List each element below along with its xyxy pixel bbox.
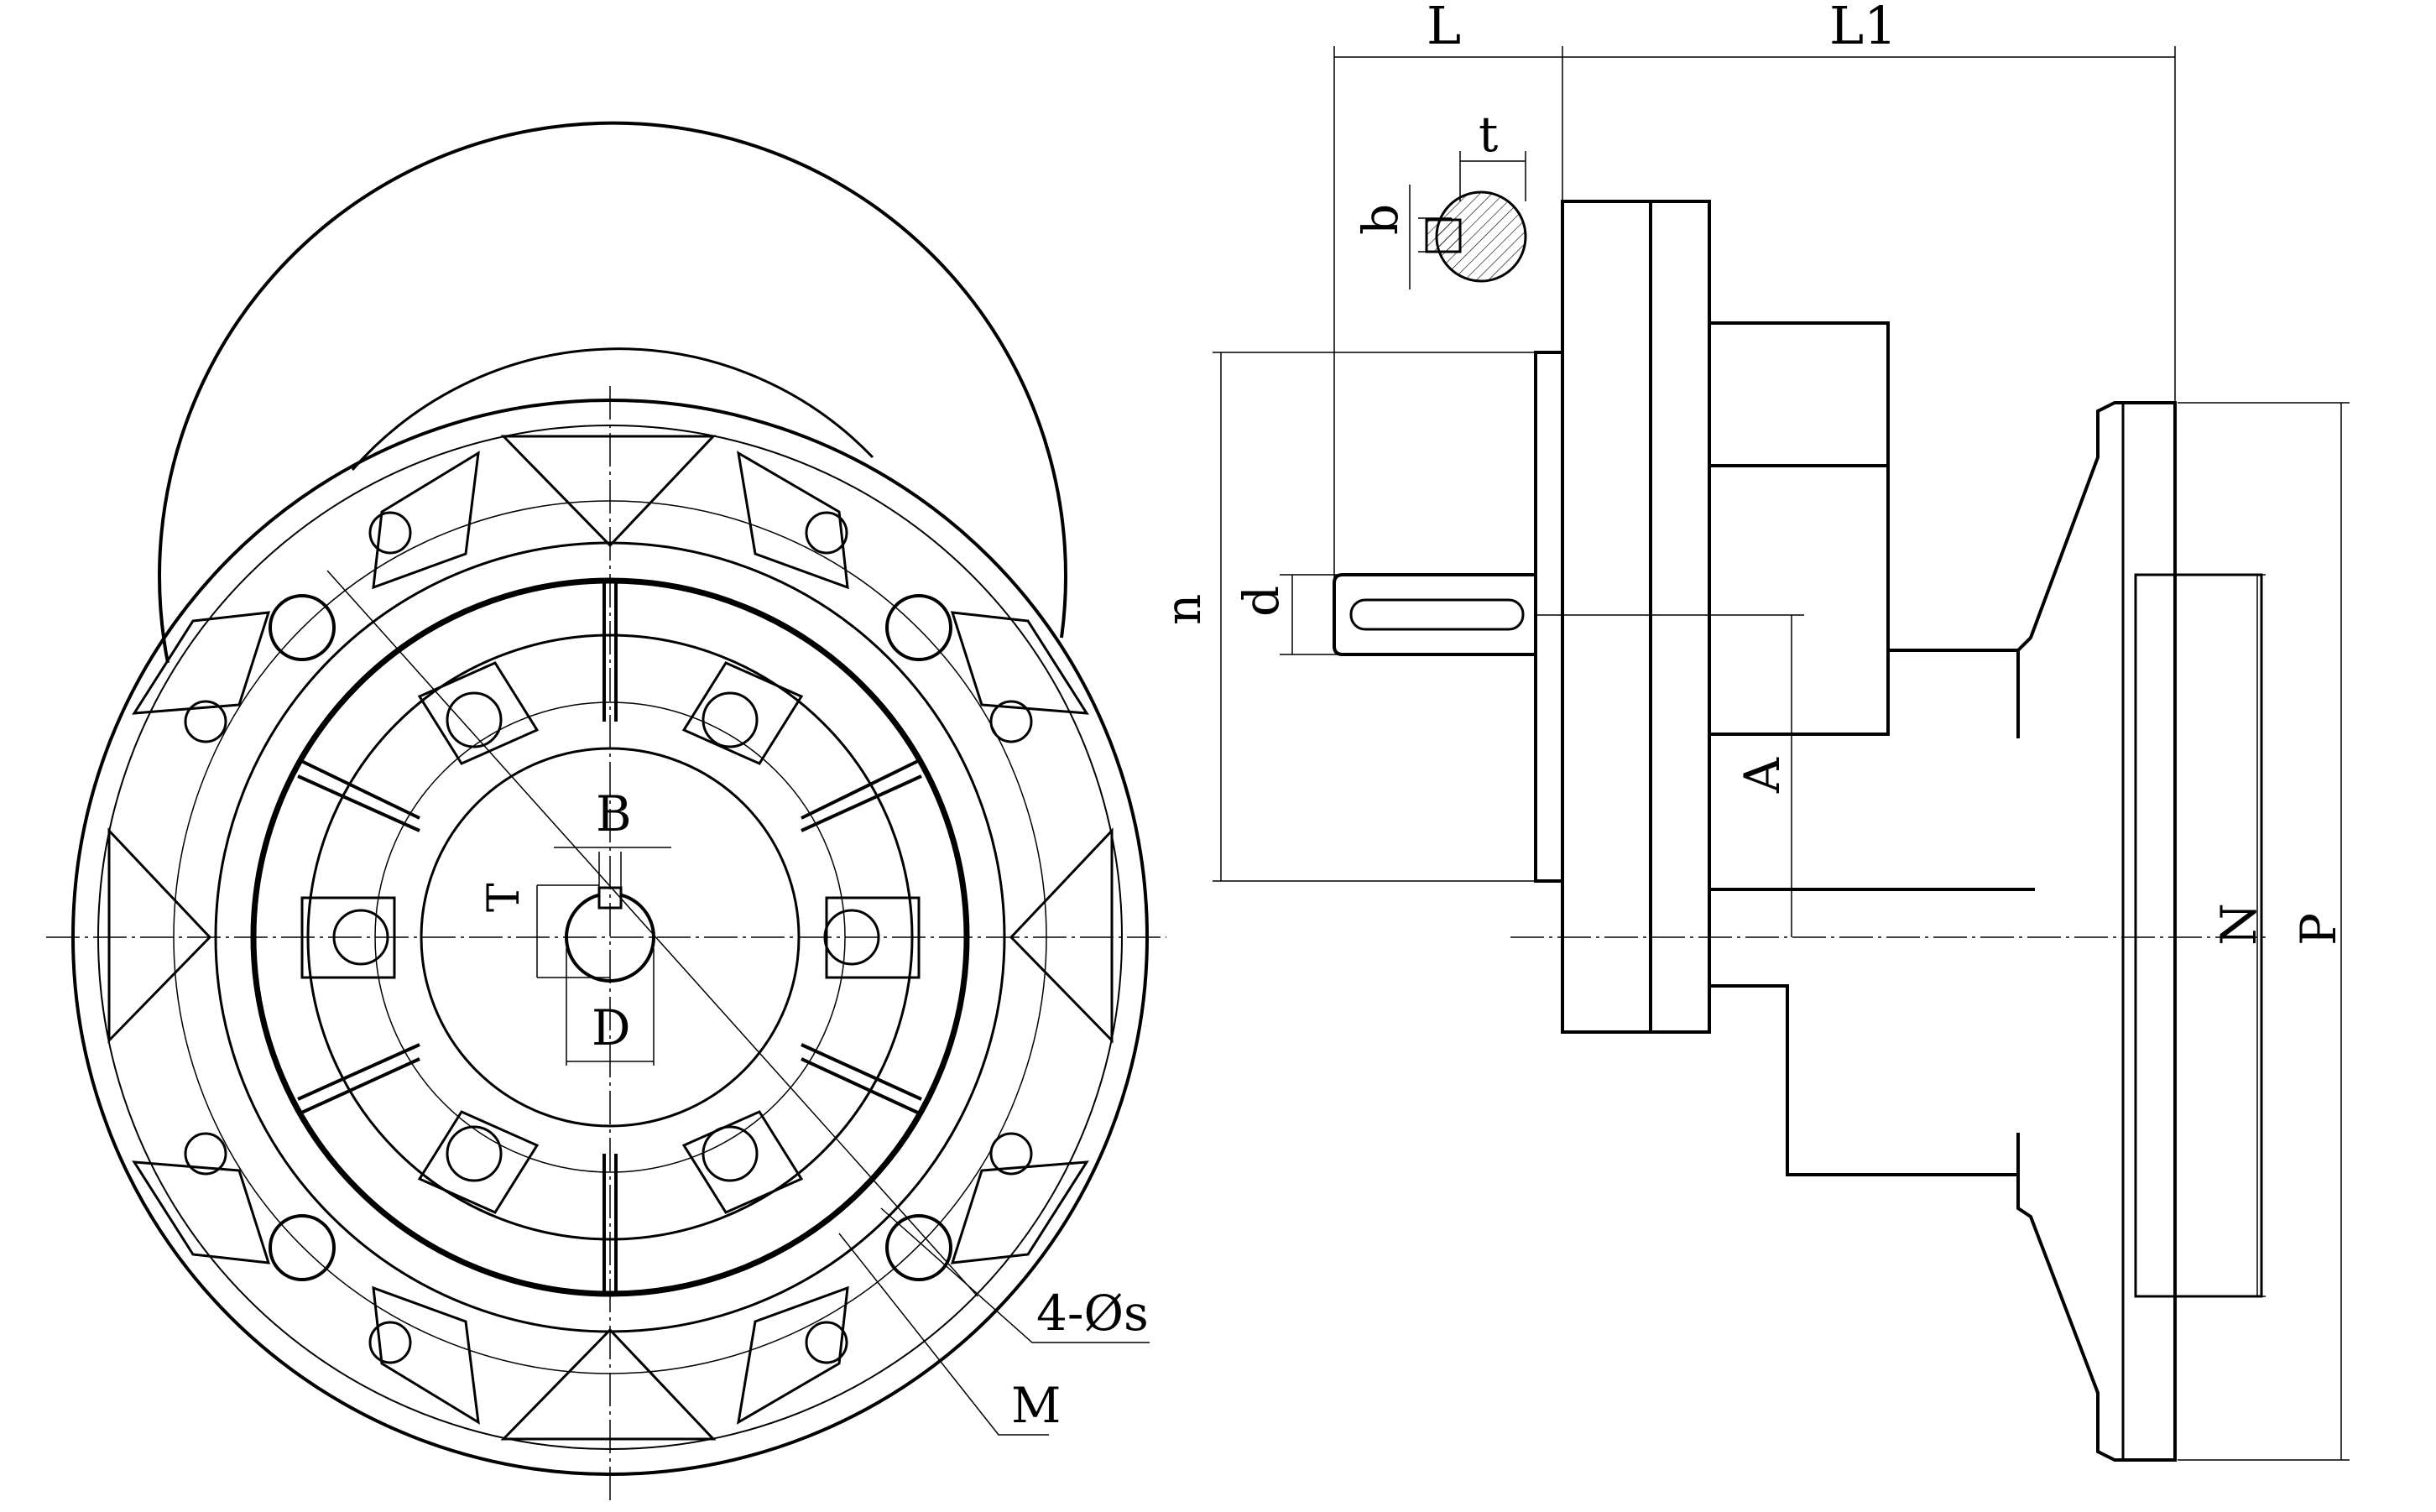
flange-lugs: [300, 661, 921, 1214]
housing-flange: [1561, 200, 1652, 1034]
ring-bosses: [184, 511, 1033, 1364]
diagonal-center: [326, 570, 978, 1297]
input-shaft: [1333, 573, 1537, 656]
label-d: d: [1233, 586, 1290, 617]
label-T: T: [479, 883, 529, 912]
motor-outline: [158, 121, 1067, 664]
leader-holes: [880, 1207, 1150, 1343]
gearbox-body: [1709, 321, 2020, 1176]
output-flange-cone: [2016, 401, 2177, 1462]
shaft-keyway-slot: [1349, 598, 1525, 631]
label-N: N: [2210, 903, 2267, 946]
rib-windows: [107, 435, 1114, 1441]
label-M: M: [1011, 1377, 1061, 1434]
label-holes: 4-Øs: [1036, 1285, 1149, 1342]
label-D: D: [592, 999, 631, 1056]
label-t: t: [1479, 106, 1498, 163]
label-L: L: [1427, 0, 1461, 56]
label-P: P: [2290, 913, 2347, 946]
label-A: A: [1734, 757, 1791, 794]
shaft-key: [1425, 218, 1462, 253]
motor-flange-arc: [351, 347, 874, 471]
mounting-holes: [269, 594, 952, 1281]
housing-flange-2: [1649, 200, 1711, 1034]
input-spigot: [1534, 351, 1564, 883]
label-L1: L1: [1829, 0, 1897, 56]
front-view: B T D 4-Øs M: [46, 121, 1166, 1502]
side-view: L L1 t b n d: [1155, 0, 2350, 1462]
label-b: b: [1352, 204, 1409, 235]
leader-M: [838, 1233, 1049, 1436]
label-B: B: [596, 785, 632, 842]
radial-slots: [297, 583, 922, 1292]
label-n: n: [1155, 594, 1212, 625]
